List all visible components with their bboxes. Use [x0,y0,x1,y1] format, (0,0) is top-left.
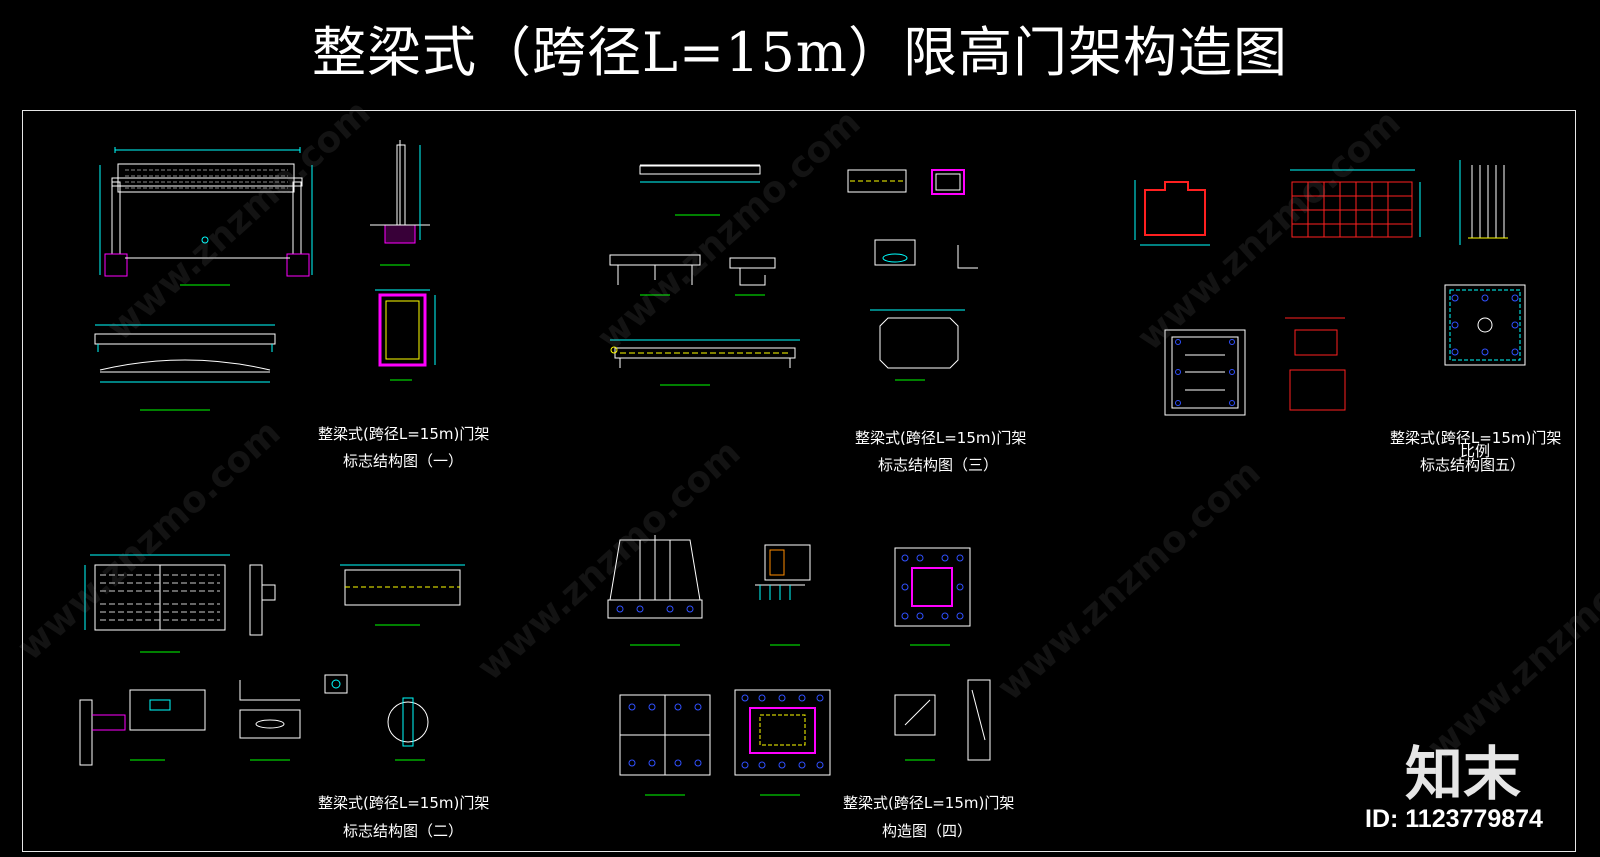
sheet1-column-side-view [370,140,430,266]
sheet2-connection-details [79,674,429,766]
sheet3-long-beam [610,339,800,386]
sheet1-beam-plan [94,324,276,411]
brand-logo-text: 知末 [1405,740,1522,808]
sheet5-base-plates [1164,284,1526,416]
sheet3-rail-elevation [639,164,761,216]
sheet1-gantry-elevation [99,147,313,286]
sheet3-caption-line1: 整梁式(跨径L=15m)门架 [855,429,1027,447]
sheet2-sign-panel [84,554,465,653]
drawing-frame [22,110,1576,852]
sheet4-column-base-elevation [607,535,703,646]
sheet1-caption-line2: 标志结构图（一） [343,452,464,470]
sheet4-plan-c-c [894,547,971,646]
sheet5-caption-line1: 整梁式(跨径L=15m)门架 [1390,429,1562,447]
sheet1-caption-line1: 整梁式(跨径L=15m)门架 [318,425,490,443]
sheet4-caption-line2: 构造图（四） [882,822,973,840]
sheet2-caption-line2: 标志结构图（二） [343,822,464,840]
sheet4-caption-line1: 整梁式(跨径L=15m)门架 [843,794,1015,812]
sheet5-plate-details [1134,160,1508,246]
sheet2-caption-line1: 整梁式(跨径L=15m)门架 [318,794,490,812]
sheet4-plan-details [619,679,991,796]
sheet3-caption-line2: 标志结构图（三） [878,456,999,474]
sheet4-anchor-detail [755,544,811,646]
sheet5-caption-line2: 标志结构图五） [1420,456,1526,474]
image-id-label: ID: 1123779874 [1365,805,1543,833]
sheet5-scale-label: 比例 [1460,442,1491,460]
sheet3-section-details [847,169,978,381]
drawing-title: 整梁式（跨径L=15m）限高门架构造图 [311,21,1289,84]
sheet1-section-a-a [375,289,436,381]
sheet3-bracket-details [609,254,776,296]
